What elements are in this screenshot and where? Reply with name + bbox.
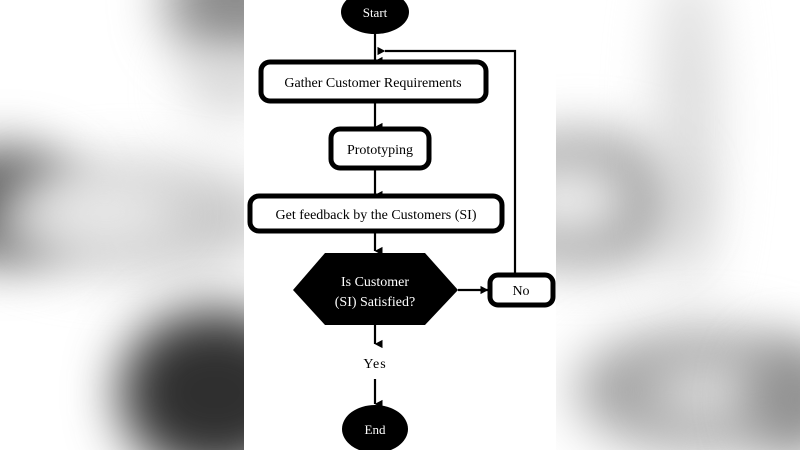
- node-gather-label: Gather Customer Requirements: [284, 76, 461, 91]
- backdrop-blob: [165, 0, 244, 60]
- node-end[interactable]: [342, 405, 408, 450]
- node-prototyping[interactable]: [328, 126, 432, 171]
- backdrop-blob: [661, 0, 716, 290]
- node-gather[interactable]: [258, 59, 489, 104]
- node-start-label: Start: [363, 5, 388, 20]
- node-start[interactable]: [341, 0, 409, 34]
- node-feedback-label: Get feedback by the Customers (SI): [276, 208, 477, 223]
- node-feedback[interactable]: [247, 193, 505, 234]
- node-end-label: End: [365, 422, 386, 437]
- backdrop-blob: [120, 310, 244, 450]
- node-no[interactable]: [487, 272, 556, 308]
- node-decision[interactable]: [293, 253, 458, 325]
- diagram-panel: Start Gather Customer Requirements Proto…: [244, 0, 556, 450]
- backdrop-blob: [30, 185, 180, 240]
- edge-label-yes: Yes: [363, 357, 386, 372]
- node-decision-label-line1: Is Customer: [341, 275, 409, 290]
- blurred-backdrop-left: [0, 0, 244, 450]
- edge-no-to-gather: [377, 46, 517, 274]
- blurred-backdrop-right: [556, 0, 800, 450]
- node-no-label: No: [512, 284, 529, 299]
- node-decision-label-line2: (SI) Satisfied?: [335, 295, 415, 310]
- node-prototyping-label: Prototyping: [347, 143, 413, 158]
- backdrop-blob: [185, 55, 244, 115]
- flowchart-canvas: Start Gather Customer Requirements Proto…: [247, 0, 556, 450]
